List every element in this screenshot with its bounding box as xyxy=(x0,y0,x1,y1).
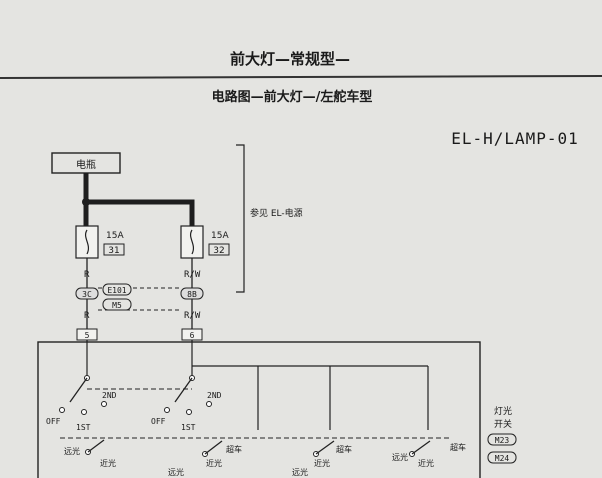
switch-2-off-label: OFF xyxy=(151,417,166,426)
beam-switch-2-high-label: 远光 xyxy=(168,467,184,477)
wire-label-right-upper: R/W xyxy=(184,270,201,280)
connector-5 xyxy=(76,328,98,341)
fuse-32-rating: 15A xyxy=(211,231,229,241)
page-subtitle: 电路图—前大灯—/左舵车型 xyxy=(212,89,373,105)
beam-switch-1-high-label: 远光 xyxy=(64,446,80,456)
diagram-code: EL-H/LAMP-01 xyxy=(451,129,579,148)
connector-m5-label: M5 xyxy=(112,301,122,310)
light-switch-label-1: 灯光 xyxy=(494,405,512,417)
switch-1-contact-1st xyxy=(81,409,87,415)
battery-label: 电瓶 xyxy=(76,158,96,171)
light-switch-connector-m24-label: M24 xyxy=(495,454,510,463)
switch-2-blade xyxy=(174,377,193,403)
beam-switch-4-high-label: 远光 xyxy=(392,452,408,462)
beam-switch-3-blade xyxy=(315,440,335,455)
battery-feed-wire xyxy=(83,173,195,226)
header-rule xyxy=(0,75,602,79)
beam-switch-2-flash-label: 超车 xyxy=(226,444,242,454)
beam-switch-1-low-label: 近光 xyxy=(100,458,116,468)
fuse-32-number: 32 xyxy=(213,246,224,256)
light-switch-connector-m23-label: M23 xyxy=(495,436,510,445)
switch-1-contact-off xyxy=(59,407,65,413)
reference-label: 参见 EL-电源 xyxy=(250,207,303,219)
connector-6-label: 6 xyxy=(190,331,195,340)
light-switch-label-2: 开关 xyxy=(494,418,512,430)
connector-e101-label: E101 xyxy=(107,286,126,295)
connector-3c-label: 3C xyxy=(82,290,92,299)
switch-1-contact-2nd xyxy=(101,401,107,407)
beam-switch-4-flash-label: 超车 xyxy=(450,442,466,452)
beam-switch-2-low-label: 近光 xyxy=(206,458,222,468)
beam-switch-3-high-label: 远光 xyxy=(292,467,308,477)
reference-bracket xyxy=(236,144,245,293)
switch-2-contact-1st xyxy=(186,409,192,415)
switch-1-blade xyxy=(69,377,88,403)
fuse-31-number-box xyxy=(103,243,125,256)
connector-e101-tag xyxy=(102,283,132,296)
switch-1-2nd-label: 2ND xyxy=(102,391,117,400)
light-switch-connector-m23 xyxy=(487,433,517,446)
wire-label-right-lower: R/W xyxy=(184,311,201,321)
junction-dot xyxy=(82,198,90,206)
fuse-32-number-box xyxy=(208,243,230,256)
wire-label-left-lower: R xyxy=(84,311,90,321)
connector-8b-label: 8B xyxy=(187,290,197,299)
switch-1-off-label: OFF xyxy=(46,417,61,426)
connector-m5-tag xyxy=(102,298,132,311)
wire-label-left-upper: R xyxy=(84,270,90,280)
beam-switch-4-blade xyxy=(411,440,431,455)
connector-8b xyxy=(180,287,204,300)
beam-switch-2-blade xyxy=(204,440,223,455)
beam-switch-4-low-label: 近光 xyxy=(418,458,434,468)
page-title: 前大灯—常规型— xyxy=(230,50,350,68)
beam-switch-1-blade xyxy=(87,439,105,453)
beam-switch-3-flash-label: 超车 xyxy=(336,444,352,454)
fuse-32-element xyxy=(189,229,195,255)
switch-1-1st-label: 1ST xyxy=(76,423,91,432)
light-switch-enclosure xyxy=(37,341,481,478)
connector-3c xyxy=(75,287,99,300)
fuse-31-number: 31 xyxy=(108,246,119,256)
light-switch-connector-m24 xyxy=(487,451,517,464)
switch-2-contact-2nd xyxy=(206,401,212,407)
fuse-31-rating: 15A xyxy=(106,231,124,241)
switch-2-1st-label: 1ST xyxy=(181,423,196,432)
switch-2-2nd-label: 2ND xyxy=(207,391,222,400)
connector-5-label: 5 xyxy=(85,331,90,340)
switch-2-contact-off xyxy=(164,407,170,413)
beam-switch-3-low-label: 近光 xyxy=(314,458,330,468)
fuse-31-element xyxy=(84,229,90,255)
connector-6 xyxy=(181,328,203,341)
